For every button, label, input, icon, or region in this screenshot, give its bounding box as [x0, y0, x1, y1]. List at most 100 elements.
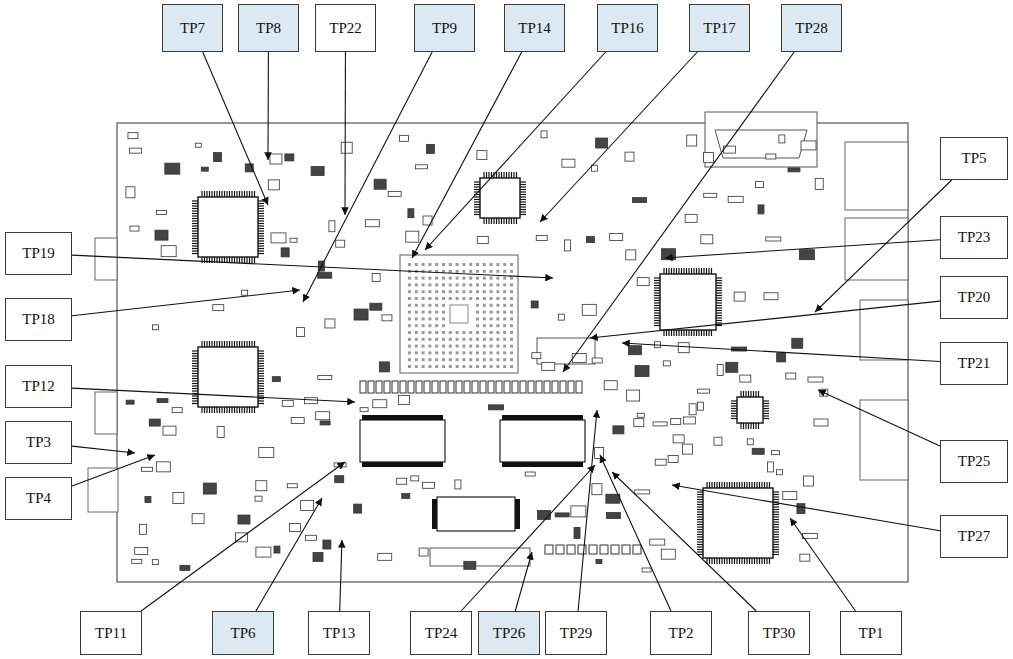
bga-ball [476, 331, 479, 334]
bga-ball [510, 311, 513, 314]
chip-pin [493, 218, 494, 224]
chip-pin [246, 341, 247, 347]
passive-part [668, 455, 678, 462]
chip-pin [209, 407, 210, 413]
bga-ball [408, 297, 411, 300]
bga-ball [469, 331, 472, 334]
chip-pin [716, 317, 722, 318]
bottom-connector [430, 548, 530, 566]
passive-part [592, 358, 602, 363]
chip-pin [258, 208, 264, 209]
passive-part [213, 305, 224, 311]
passive-part [804, 476, 814, 486]
bga-ball [496, 290, 499, 293]
bga-ball [415, 317, 418, 320]
chip-pin [229, 341, 230, 347]
chip-pin [734, 558, 735, 564]
chip-pin [731, 413, 737, 414]
chip-pin [192, 243, 198, 244]
bga-ball [510, 365, 513, 368]
leader-line [344, 52, 346, 215]
chip-pin [258, 240, 264, 241]
chip-pin [697, 506, 703, 507]
bga-ball [408, 365, 411, 368]
chip-pin [654, 310, 660, 311]
header-pin [589, 545, 597, 554]
passive-part [701, 235, 713, 244]
bga-ball [456, 358, 459, 361]
chip-pin [773, 531, 779, 532]
chip-pin [764, 482, 765, 488]
qfp-chip [697, 482, 779, 564]
chip-pin [731, 400, 737, 401]
chip-pin [241, 341, 242, 347]
chip-pin [748, 391, 749, 397]
test-point-box: TP29 [545, 611, 607, 655]
chip-pin [211, 191, 212, 197]
passive-part [335, 476, 344, 483]
bga-ball [469, 358, 472, 361]
chip-pin [239, 341, 240, 347]
bga-ball [435, 345, 438, 348]
header-pin [472, 381, 478, 393]
bga-ball [456, 365, 459, 368]
passive-part [370, 303, 382, 310]
header-pin [392, 381, 398, 393]
chip-pin [520, 199, 526, 200]
test-point-box: TP7 [162, 4, 223, 52]
test-point-box: TP22 [315, 4, 376, 52]
bga-ball [435, 277, 438, 280]
bga-ball [483, 358, 486, 361]
chip-pin [258, 235, 264, 236]
bga-ball [456, 283, 459, 286]
bga-ball [469, 283, 472, 286]
bga-ball [496, 283, 499, 286]
chip-pin [192, 248, 198, 249]
chip-pin [739, 558, 740, 564]
chip-pin [214, 341, 215, 347]
bga-ball [456, 277, 459, 280]
bga-ball [428, 365, 431, 368]
passive-part [238, 515, 250, 524]
passive-part [360, 408, 368, 412]
chip-pin [201, 407, 202, 413]
chip-pin [226, 407, 227, 413]
leader-line [256, 498, 322, 611]
chip-pin [236, 191, 237, 197]
bga-ball [476, 297, 479, 300]
chip-pin [716, 285, 722, 286]
bga-ball [422, 290, 425, 293]
passive-part [792, 338, 803, 348]
bga-ball [428, 283, 431, 286]
chip-pin [761, 482, 762, 488]
chip-pin [654, 322, 660, 323]
passive-part [800, 554, 810, 561]
chip-pin [192, 225, 198, 226]
bga-ball [456, 331, 459, 334]
test-point-label: TP27 [958, 528, 991, 545]
chip-pin [764, 558, 765, 564]
bga-ball [435, 338, 438, 341]
header-pin [560, 381, 566, 393]
bga-ball [422, 351, 425, 354]
component-group [126, 131, 828, 572]
test-point-label: TP11 [95, 625, 127, 642]
chip-pin [758, 391, 759, 397]
tsop-chip [360, 415, 445, 467]
passive-part [282, 400, 293, 406]
chip-pin [686, 330, 687, 336]
passive-part [758, 205, 764, 214]
passive-part [783, 492, 797, 500]
test-point-label: TP19 [22, 245, 55, 262]
header-pin [552, 381, 558, 393]
chip-pin [753, 391, 754, 397]
test-point-box: TP13 [308, 611, 370, 655]
passive-part [132, 559, 142, 563]
chip-pin [258, 373, 264, 374]
chip-pin [192, 213, 198, 214]
passive-part [172, 408, 182, 413]
chip-pin [216, 341, 217, 347]
chip-pin [729, 558, 730, 564]
chip-pin [773, 524, 779, 525]
header-pin [545, 545, 553, 554]
